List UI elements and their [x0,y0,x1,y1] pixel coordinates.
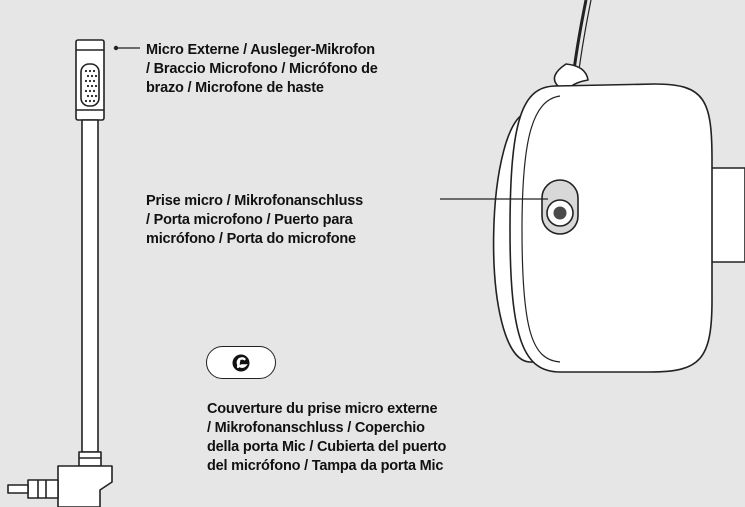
label-line: Prise micro / Mikrofonanschluss [146,193,364,209]
boom-mic-label: Micro Externe / Ausleger-Mikrofon / Brac… [146,41,378,98]
port-cover-badge [206,346,276,379]
label-line: / Braccio Microfono / Micrófono de [146,61,378,77]
mic-grille-dots [84,69,98,103]
label-line: / Porta microfono / Puerto para [146,212,353,228]
label-line: brazo / Microfone de haste [146,80,324,96]
label-line: micrófono / Porta do microfone [146,231,356,247]
label-line: Micro Externe / Ausleger-Mikrofon [146,42,375,58]
boom-microphone [7,39,113,507]
label-line: / Mikrofonanschluss / Coperchio [207,420,425,436]
ear-cup-body [509,83,713,373]
plug-body [57,465,113,507]
boom-arm [81,119,99,453]
brand-logo-icon [232,354,250,372]
mic-port-label: Prise micro / Mikrofonanschluss / Porta … [146,192,363,249]
port-cover-label: Couverture du prise micro externe / Mikr… [207,400,446,476]
boom-collar [78,451,102,467]
label-line: della porta Mic / Cubierta del puerto [207,439,447,455]
plug-jack [7,479,59,499]
headset-earcup [492,0,745,373]
mic-grille [80,63,100,107]
label-line: del micrófono / Tampa da porta Mic [207,458,444,474]
headset-cable [572,0,588,71]
boom-mic-leader [113,45,140,51]
label-line: Couverture du prise micro externe [207,401,438,417]
